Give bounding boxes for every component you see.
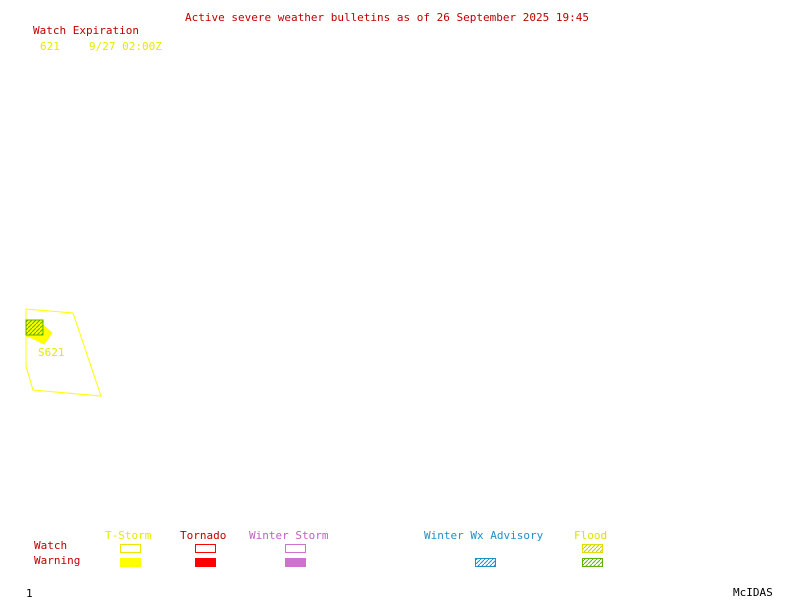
legend-flood-warning-swatch bbox=[582, 558, 603, 567]
watch-number: 621 bbox=[40, 40, 60, 53]
legend-winterwx-advisory-label: Winter Wx Advisory bbox=[424, 529, 544, 542]
legend-winterwx-advisory-swatch bbox=[475, 558, 496, 567]
legend-tornado-watch-swatch bbox=[195, 544, 216, 553]
flood-warning-area[interactable] bbox=[25, 319, 44, 336]
frame-number: 1 bbox=[26, 587, 33, 600]
legend-winterstorm-watch-swatch bbox=[285, 544, 306, 553]
watch-expiration-time: 9/27 02:00Z bbox=[89, 40, 162, 53]
legend-flood-label: Flood bbox=[574, 529, 608, 542]
mcidas-brand: McIDAS bbox=[733, 586, 773, 599]
legend-tstorm-label: T-Storm bbox=[105, 529, 152, 542]
bulletin-title: Active severe weather bulletins as of 26… bbox=[185, 11, 589, 24]
legend-flood-watch-swatch bbox=[582, 544, 603, 553]
legend-tstorm-warning-swatch bbox=[120, 558, 141, 567]
legend-winterstorm-warning-swatch bbox=[285, 558, 306, 567]
legend-tornado-warning-swatch bbox=[195, 558, 216, 567]
legend-winterstorm-label: Winter Storm bbox=[249, 529, 329, 542]
legend-watch-row-label: Watch bbox=[34, 539, 68, 552]
legend-tstorm-watch-swatch bbox=[120, 544, 141, 553]
legend-warning-row-label: Warning bbox=[34, 554, 81, 567]
watch-label-s621: S621 bbox=[38, 346, 65, 359]
watch-expiration-heading: Watch Expiration bbox=[33, 24, 139, 37]
legend-tornado-label: Tornado bbox=[180, 529, 227, 542]
watch-polygon-s621[interactable] bbox=[25, 308, 102, 397]
